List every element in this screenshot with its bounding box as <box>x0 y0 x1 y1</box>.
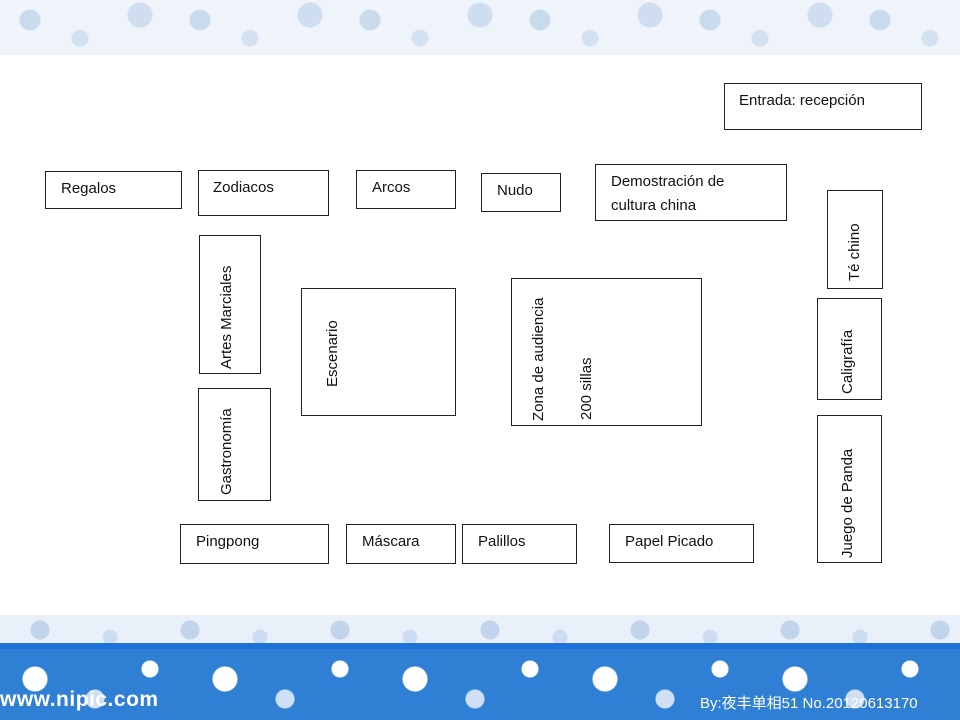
watermark-site: www.nipic.com <box>0 688 159 711</box>
entrada-label: Entrada: recepción <box>739 92 865 109</box>
zodiacos-box: Zodiacos <box>198 170 329 216</box>
mascara-label: Máscara <box>362 533 420 550</box>
audience-zone-box: Zona de audiencia 200 sillas <box>511 278 702 426</box>
regalos-box: Regalos <box>45 171 182 209</box>
decorative-bottom-light-band <box>0 615 960 645</box>
artes-marciales-label: Artes Marciales <box>218 265 235 369</box>
demostracion-label-line1: Demostración de <box>611 173 725 190</box>
demostracion-box: Demostración de cultura china <box>595 164 787 221</box>
mascara-box: Máscara <box>346 524 456 564</box>
pingpong-label: Pingpong <box>196 533 260 550</box>
caligrafia-label: Caligrafía <box>839 329 856 394</box>
palillos-label: Palillos <box>478 533 526 550</box>
nudo-label: Nudo <box>497 182 533 199</box>
caligrafia-box: Caligrafía <box>817 298 882 400</box>
decorative-top-band <box>0 0 960 55</box>
juego-panda-box: Juego de Panda <box>817 415 882 563</box>
papel-picado-box: Papel Picado <box>609 524 754 563</box>
artes-marciales-box: Artes Marciales <box>199 235 261 374</box>
zodiacos-label: Zodiacos <box>213 179 274 196</box>
arcos-label: Arcos <box>372 179 411 196</box>
nudo-box: Nudo <box>481 173 561 212</box>
escenario-label: Escenario <box>324 320 341 387</box>
decorative-bottom-rule <box>0 643 960 649</box>
seats-label: 200 sillas <box>578 357 595 420</box>
te-chino-label: Té chino <box>846 223 863 281</box>
decorative-bottom-band <box>0 649 960 720</box>
entrada-box: Entrada: recepción <box>724 83 922 130</box>
escenario-box: Escenario <box>301 288 456 416</box>
watermark-credit: By:夜丰单相51 No.20120613170 <box>700 695 918 712</box>
gastronomia-box: Gastronomía <box>198 388 271 501</box>
audience-zone-label: Zona de audiencia <box>530 297 547 421</box>
palillos-box: Palillos <box>462 524 577 564</box>
demostracion-label-line2: cultura china <box>611 197 697 214</box>
gastronomia-label: Gastronomía <box>218 408 235 495</box>
regalos-label: Regalos <box>61 180 117 197</box>
arcos-box: Arcos <box>356 170 456 209</box>
te-chino-box: Té chino <box>827 190 883 289</box>
pingpong-box: Pingpong <box>180 524 329 564</box>
papel-picado-label: Papel Picado <box>625 533 714 550</box>
juego-panda-label: Juego de Panda <box>839 448 856 558</box>
